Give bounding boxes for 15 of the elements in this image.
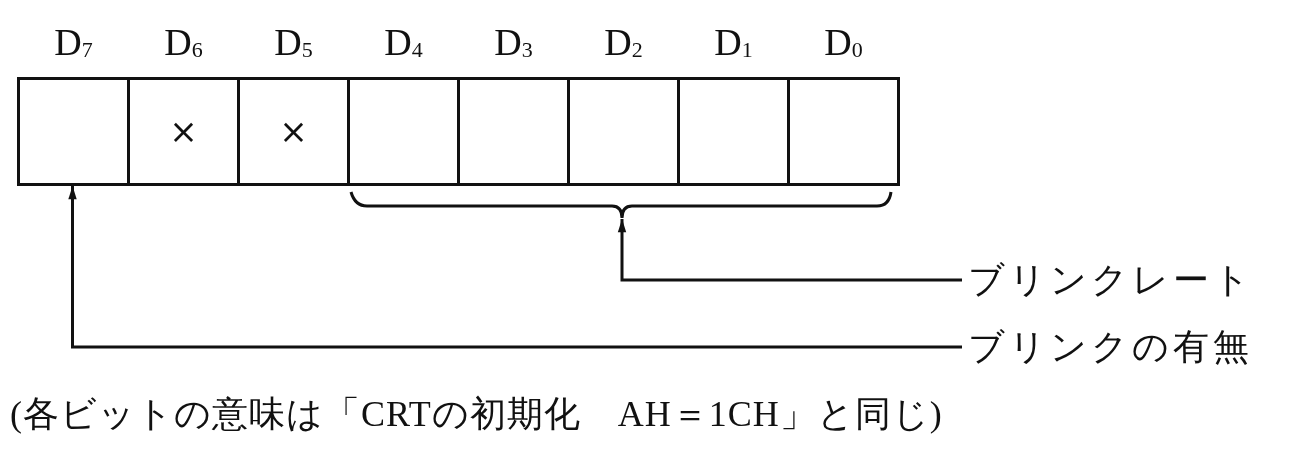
leader-arrow — [68, 185, 962, 349]
bit-label: D$_{7}$ — [53, 20, 94, 65]
label-text: ブリンクの有無 — [968, 325, 1253, 369]
bit-cell: × — [127, 77, 240, 186]
bit-label: D$_{3}$ — [493, 20, 534, 65]
caption: (各ビットの意味は「CRTの初期化 AH＝1CH」と同じ) — [10, 393, 943, 436]
label-text: ブリンクレート — [968, 258, 1254, 302]
bit-cell: × — [237, 77, 350, 186]
bit-label: D$_{6}$ — [163, 20, 204, 65]
bit-label: D$_{4}$ — [383, 20, 424, 65]
bit-label: D$_{5}$ — [273, 20, 314, 65]
bit-label: D$_{0}$ — [823, 20, 864, 65]
bit-label: D$_{1}$ — [713, 20, 754, 65]
leader-arrow — [617, 218, 962, 282]
bit-label: D$_{2}$ — [603, 20, 644, 65]
